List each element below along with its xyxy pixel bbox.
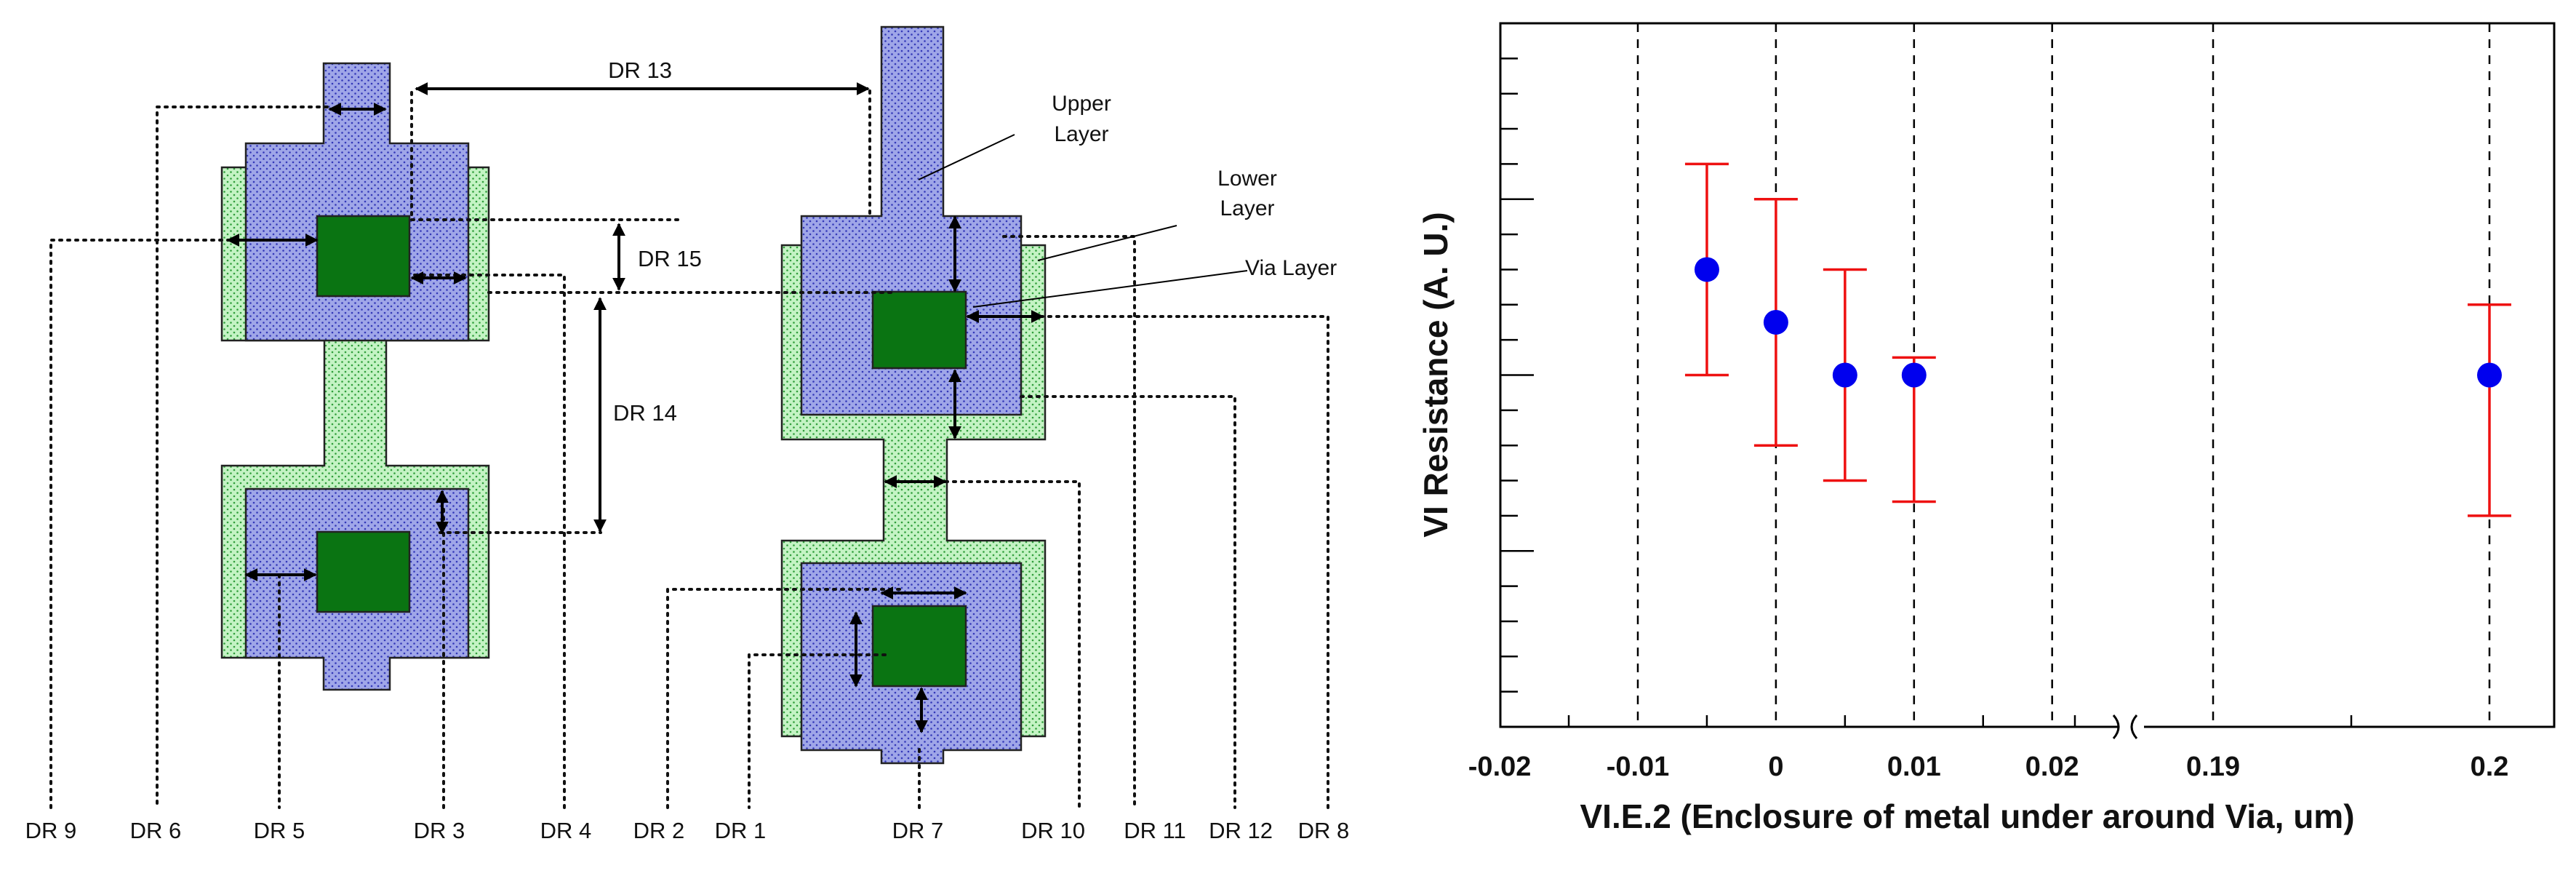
upper-layer-pointer [918, 134, 1015, 180]
axis-break-curve [2112, 714, 2120, 739]
left-via-bottom [316, 530, 411, 613]
dr13-label: DR 13 [608, 57, 672, 83]
chart-y-ticks [1500, 57, 1534, 693]
right-via-bottom [871, 605, 967, 688]
dr-label: DR 3 [414, 818, 465, 843]
lower-layer-pointer [1037, 225, 1177, 261]
dr-label: DR 5 [254, 818, 305, 843]
left-upper-layer-top [244, 62, 470, 342]
dr-label: DR 12 [1209, 818, 1273, 843]
axis-break-curve [2130, 714, 2138, 739]
y-axis-title: VI Resistance (A. U.) [1417, 212, 1455, 537]
x-tick-label: 0.19 [2186, 752, 2240, 782]
x-tick-label: -0.02 [1468, 752, 1532, 782]
axis-break-icon [2112, 714, 2144, 740]
dr14-label: DR 14 [613, 400, 677, 426]
dr-label: DR 11 [1124, 818, 1186, 843]
x-axis-title: VI.E.2 (Enclosure of metal under around … [1580, 797, 2354, 835]
dr-label: DR 7 [892, 818, 944, 843]
dr-label: DR 10 [1021, 818, 1085, 843]
upper-layer-label-2: Layer [1054, 122, 1108, 146]
x-tick-label: 0.2 [2471, 752, 2509, 782]
dr-label: DR 4 [540, 818, 592, 843]
dr-label: DR 2 [633, 818, 685, 843]
dr-label: DR 6 [130, 818, 182, 843]
chart-marks [1684, 162, 2511, 517]
extension-lines [49, 89, 1329, 809]
x-tick-label: -0.01 [1607, 752, 1670, 782]
data-point [1832, 362, 1857, 388]
data-point [1901, 362, 1927, 388]
data-point [1694, 257, 1719, 282]
dr15-label: DR 15 [638, 246, 702, 271]
x-tick-label: 0 [1768, 752, 1783, 782]
via-layer-pointer [972, 270, 1248, 308]
plot-frame [1499, 22, 2556, 728]
right-via-top [871, 290, 967, 370]
lower-layer-label-2: Layer [1220, 196, 1274, 220]
dr-label: DR 8 [1298, 818, 1350, 843]
via-layer-label: Via Layer [1245, 256, 1337, 280]
dr-label: DR 1 [715, 818, 767, 843]
data-point [1763, 309, 1788, 335]
dr-label: DR 9 [25, 818, 77, 843]
upper-layer-label: Upper [1052, 92, 1111, 116]
bottom-dr-labels: DR 9 DR 6 DR 5 DR 3 DR 4 DR 2 DR 1 DR 7 … [25, 818, 1350, 843]
data-point [2477, 362, 2502, 388]
layout-diagram: Upper Layer Lower Layer Via Layer DR 13 … [25, 25, 1350, 843]
dimension-arrows [226, 82, 1044, 733]
lower-layer-label: Lower [1217, 167, 1277, 191]
chart-gridlines [1636, 23, 2491, 727]
x-tick-label: 0.02 [2025, 752, 2079, 782]
x-tick-label: 0.01 [1887, 752, 1941, 782]
left-via-top [316, 215, 411, 298]
